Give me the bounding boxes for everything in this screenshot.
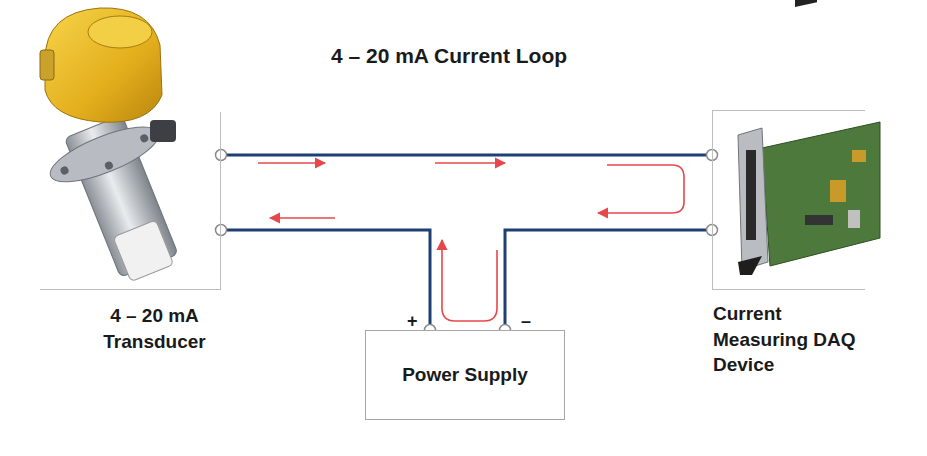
title: 4 – 20 mA Current Loop	[331, 44, 567, 67]
terminal	[216, 225, 227, 236]
daq-outline: Current Measuring DAQ Device	[712, 110, 865, 290]
node-label: 4 – 20 mA Transducer	[87, 303, 222, 354]
terminal-sign: +	[407, 311, 418, 331]
daq-card-picture	[738, 0, 880, 275]
power-supply-box: Power Supply	[365, 330, 565, 420]
wire	[505, 230, 712, 330]
node-label: Power Supply	[402, 362, 528, 388]
terminal-sign: –	[521, 311, 531, 331]
terminal	[216, 150, 227, 161]
current-arrows	[258, 163, 684, 321]
terminal-sign-holder: –	[521, 309, 531, 333]
terminal-sign-holder: +	[407, 309, 418, 333]
wire	[221, 230, 430, 330]
transducer-picture	[39, 8, 206, 295]
wire	[221, 154, 712, 157]
node-label: Current Measuring DAQ Device	[713, 301, 873, 378]
title-holder: 4 – 20 mA Current Loop	[0, 42, 898, 70]
transducer-outline: 4 – 20 mA Transducer	[40, 112, 221, 290]
